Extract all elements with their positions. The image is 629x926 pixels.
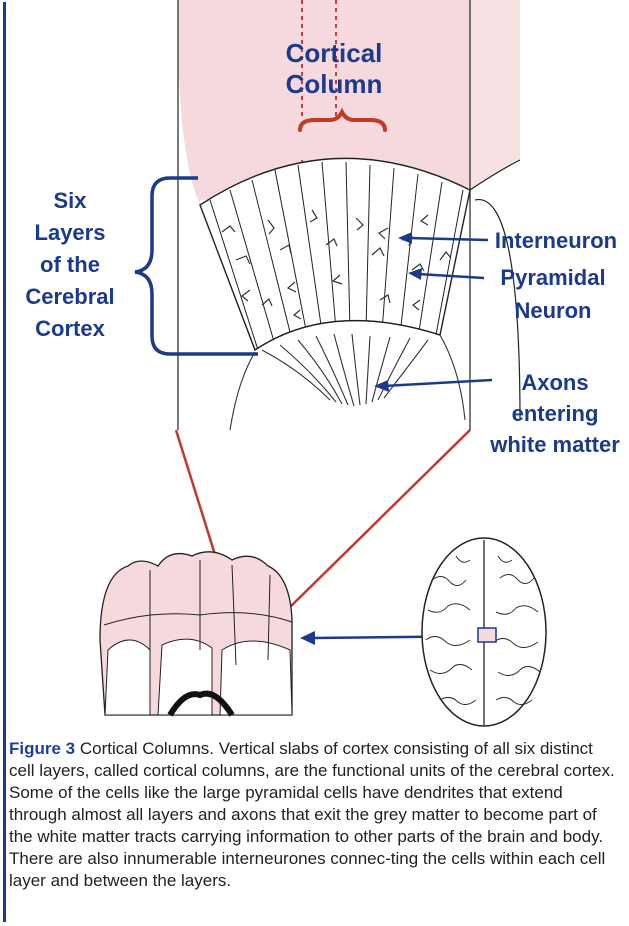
label-neuron: Neuron [515,298,592,323]
label-six: Six [53,188,87,213]
cortex-layers-cap [200,158,470,350]
label-cortex: Cortex [35,316,105,341]
axons-bundle [230,334,465,430]
figure-caption: Figure 3 Cortical Columns. Vertical slab… [9,738,619,923]
caption-text: Cortical Columns. Vertical slabs of cort… [9,739,615,890]
brain-cross-section [100,552,292,715]
caption-paragraph: Figure 3 Cortical Columns. Vertical slab… [9,738,619,892]
figure-label: Figure 3 [9,739,75,758]
label-column: Column [286,69,383,99]
label-white-matter: white matter [489,432,620,457]
label-of-the: of the [40,252,100,277]
label-entering: entering [512,401,599,426]
label-interneuron: Interneuron [495,228,617,253]
cortical-column-diagram: Cortical Column [0,0,629,735]
label-pyramidal: Pyramidal [500,265,605,290]
brain-top-view [422,538,546,726]
label-axons: Axons [521,370,588,395]
label-cortical: Cortical [286,38,383,68]
label-cerebral: Cerebral [25,284,114,309]
label-layers: Layers [35,220,106,245]
axons-pointer [374,380,492,392]
